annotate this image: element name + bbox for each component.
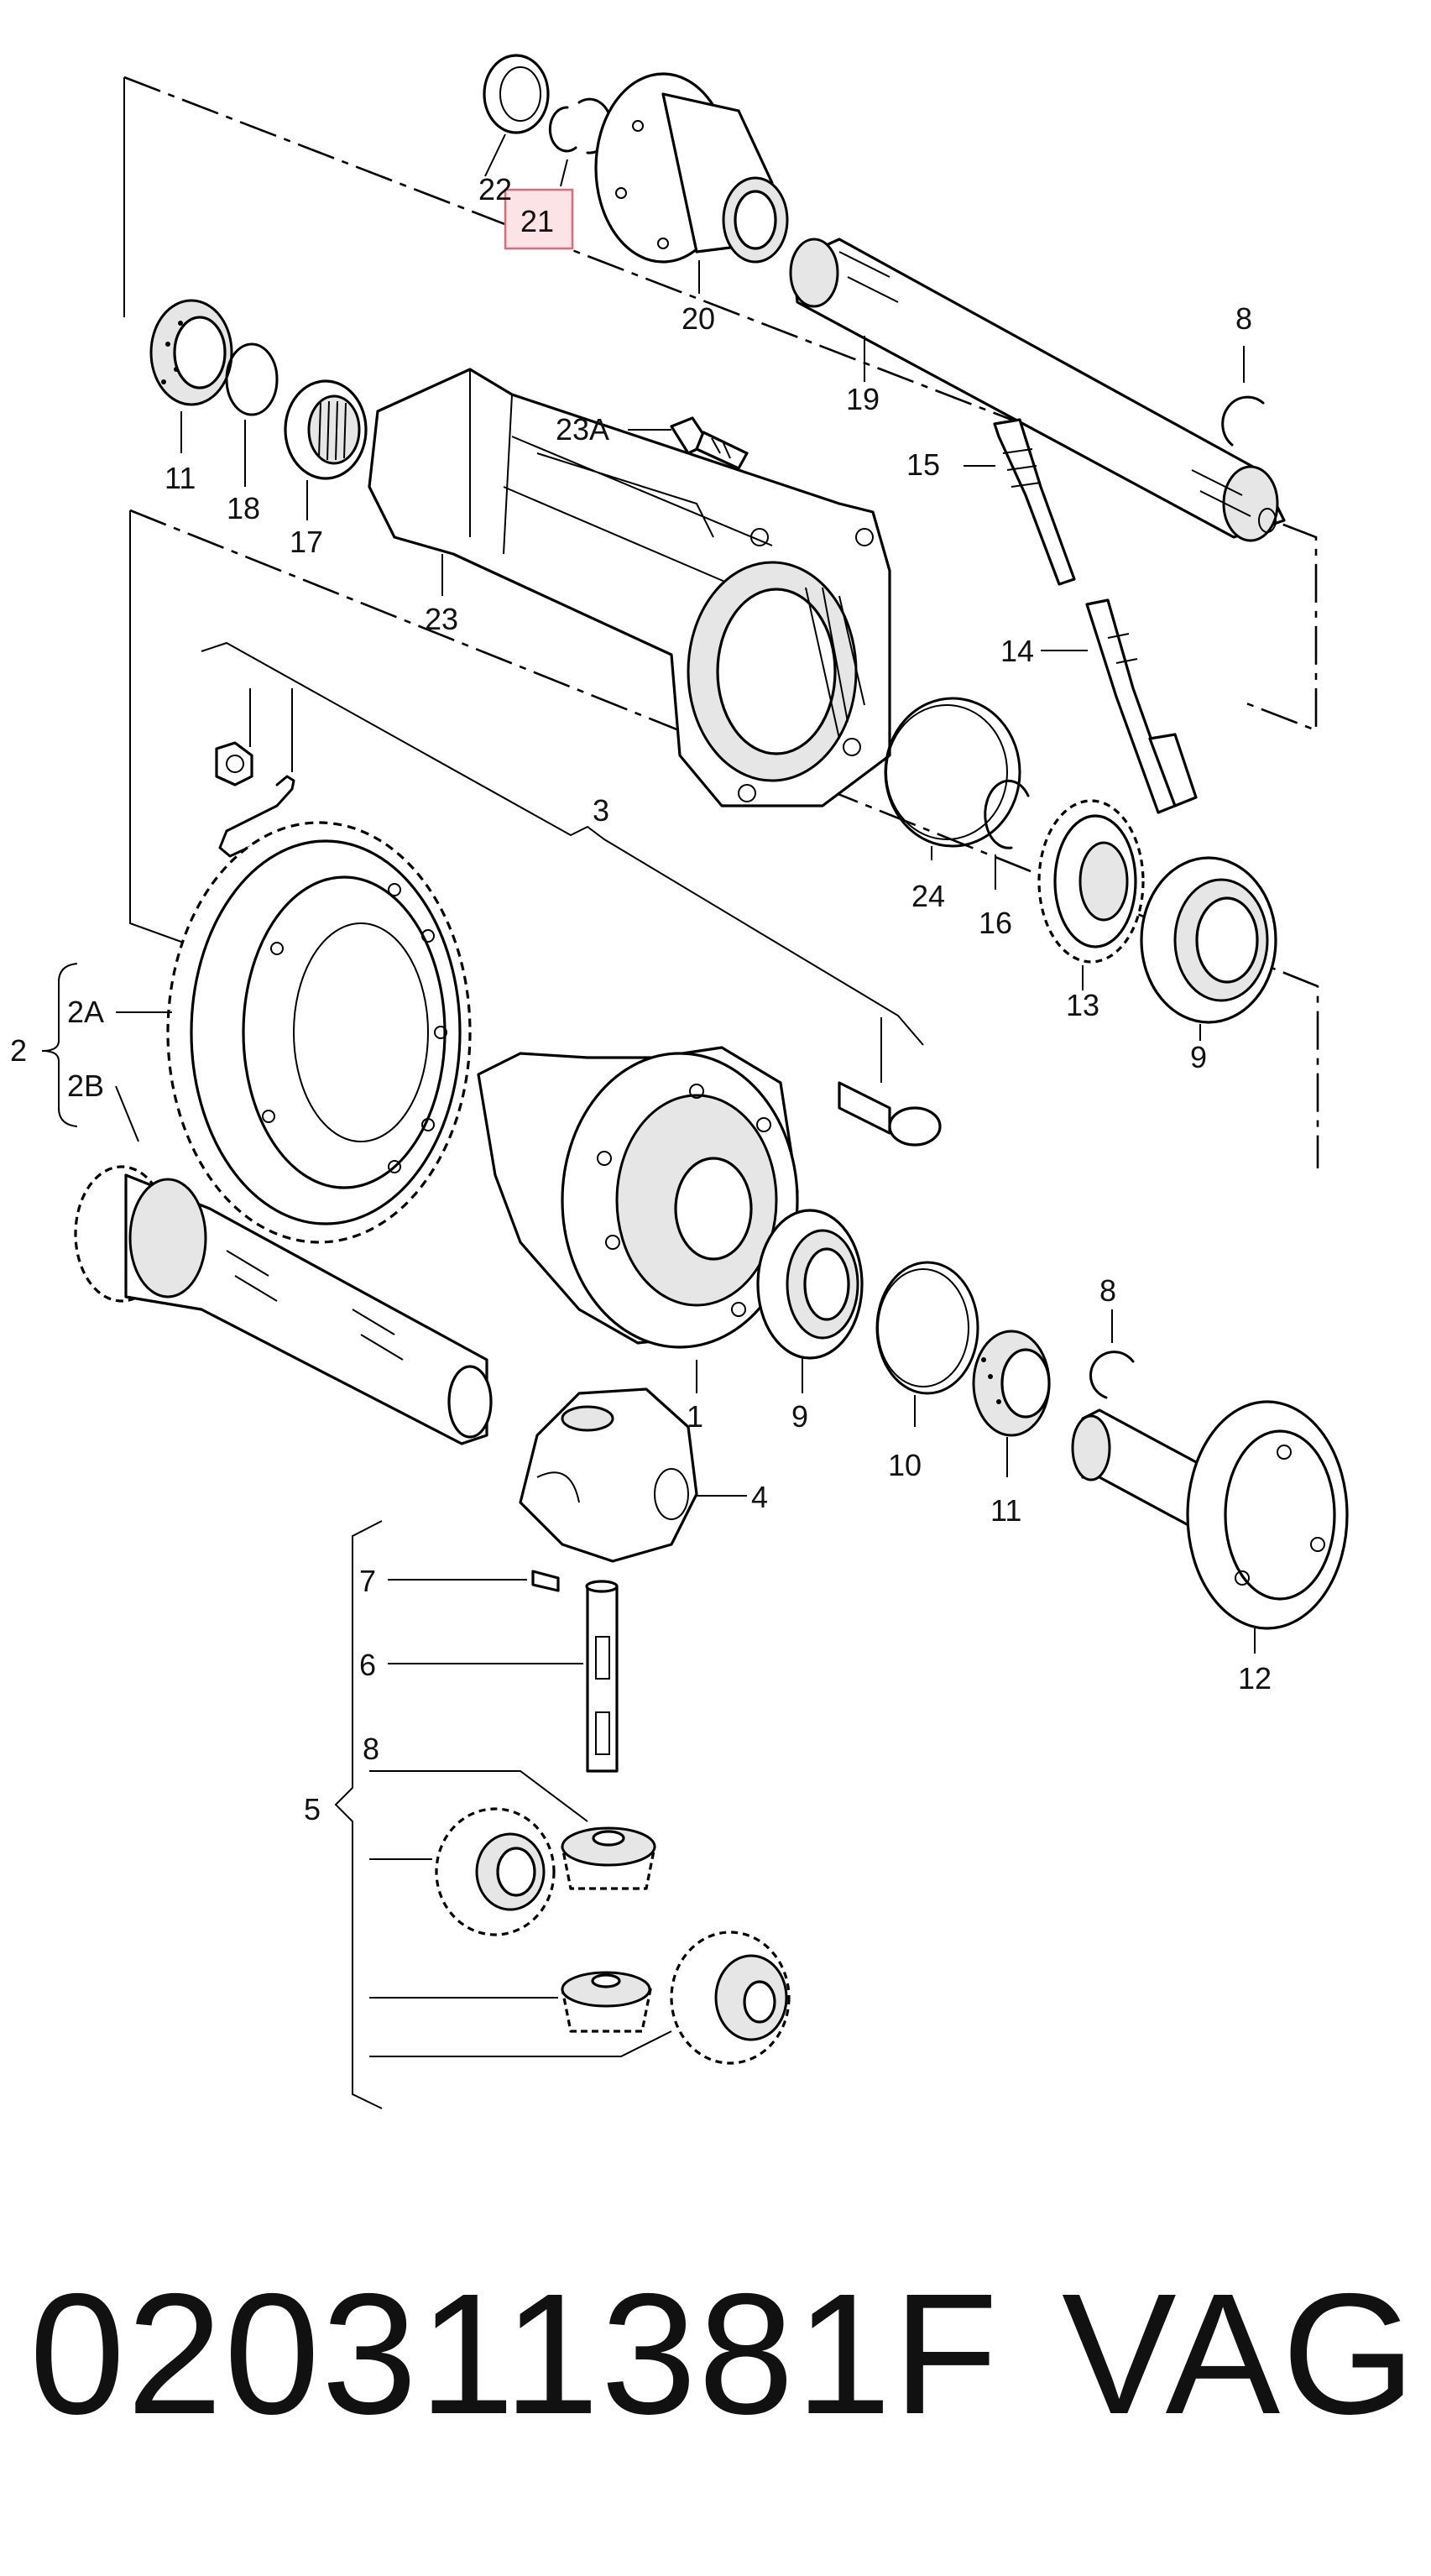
pinion-gear-lower	[561, 1971, 652, 2033]
label-14: 14	[1000, 634, 1034, 668]
label-23a: 23A	[556, 412, 609, 447]
part-11-seal-lower	[972, 1330, 1051, 1437]
label-7: 7	[359, 1564, 376, 1598]
side-gear-left	[435, 1807, 556, 1936]
label-5: 5	[304, 1792, 321, 1826]
label-17: 17	[290, 525, 323, 559]
part-2a-ring-gear	[166, 821, 472, 1244]
part-9-bearing-top	[1140, 856, 1277, 1024]
part-7-pin	[531, 1570, 560, 1592]
group-frame-upper	[123, 76, 1318, 732]
part-13-gear	[1037, 799, 1145, 964]
part-17-bearing	[284, 379, 368, 480]
part-1-diff-housing	[477, 1046, 799, 1349]
label-4: 4	[751, 1480, 768, 1514]
part-24-shim	[884, 697, 1021, 848]
label-8-gear: 8	[363, 1732, 379, 1766]
label-2: 2	[10, 1033, 27, 1068]
label-11-lower: 11	[990, 1493, 1021, 1528]
part-2b-pinion-shaft	[74, 1165, 493, 1445]
label-15: 15	[906, 447, 940, 482]
bolt	[838, 1081, 942, 1147]
label-1: 1	[687, 1399, 703, 1434]
part-labels: 22 21 20 19 8 11 18 17 23A 23 15 14 3 24…	[10, 172, 1272, 1826]
label-9-lower: 9	[791, 1399, 808, 1434]
part-19-shaft	[789, 238, 1286, 542]
label-13: 13	[1066, 988, 1099, 1022]
part-4-diff-cage	[519, 1387, 698, 1563]
part-11-seal-top	[149, 299, 233, 406]
part-22-cap	[483, 54, 550, 134]
label-9-top: 9	[1190, 1040, 1207, 1074]
part-15-drive-pinion	[993, 418, 1076, 586]
part-18-ring	[225, 342, 279, 416]
label-8-top: 8	[1235, 301, 1252, 336]
label-8-lower: 8	[1099, 1273, 1116, 1308]
label-3: 3	[593, 793, 609, 828]
group-frame-middle	[129, 509, 1319, 1168]
label-11-top: 11	[165, 461, 196, 495]
highlight-box-21	[504, 188, 574, 250]
part-8-circlip-lower	[1089, 1351, 1135, 1399]
label-21: 21	[520, 204, 554, 238]
label-16: 16	[979, 906, 1012, 940]
brand-text: VAG	[1062, 2258, 1418, 2450]
bracket-3	[201, 641, 924, 1083]
label-20: 20	[682, 301, 715, 336]
label-12: 12	[1238, 1661, 1272, 1696]
label-6: 6	[359, 1648, 376, 1682]
part-10-shim	[875, 1261, 979, 1395]
nut	[215, 741, 253, 786]
part-20-flange	[594, 72, 789, 264]
label-10: 10	[888, 1448, 922, 1482]
part-12-output-flange	[1071, 1400, 1349, 1630]
part-8-circlip-top	[1221, 395, 1265, 447]
label-19: 19	[846, 382, 880, 416]
label-2a: 2A	[67, 995, 104, 1029]
part-6-shaft	[585, 1580, 619, 1773]
side-gear-right	[670, 1931, 791, 2065]
part-8-lower-gear-small	[561, 1826, 656, 1890]
label-24: 24	[911, 879, 945, 913]
part-number-text: 020311381F	[29, 2258, 1000, 2450]
label-2b: 2B	[67, 1069, 104, 1103]
bracket-5	[334, 1520, 383, 2109]
label-22: 22	[478, 172, 512, 206]
part-9-bearing-lower	[756, 1209, 864, 1360]
part-16-circlip	[984, 779, 1030, 849]
part-23a-bolt	[670, 416, 749, 470]
label-23: 23	[425, 602, 458, 636]
label-18: 18	[227, 491, 260, 525]
part-23-housing	[368, 368, 891, 807]
part-14-speedo-shaft	[1085, 598, 1198, 814]
